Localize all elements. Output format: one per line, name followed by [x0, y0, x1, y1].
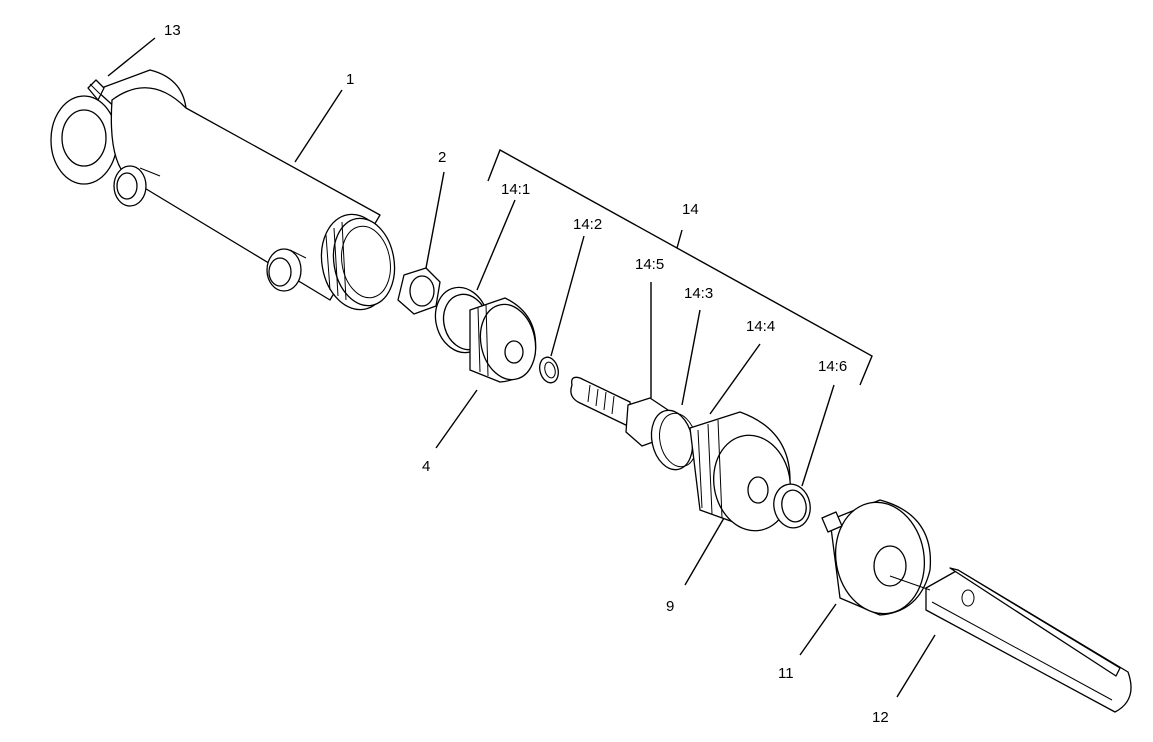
part-14-2-o-ring	[539, 356, 559, 384]
callout-12: 12	[872, 709, 889, 726]
part-12-clevis	[889, 567, 1132, 713]
callout-1: 1	[346, 71, 354, 88]
callout-14-5: 14:5	[635, 256, 664, 273]
part-2-nut	[397, 267, 441, 315]
part-14-6-bushing	[773, 483, 811, 529]
part-13-grease-fitting	[87, 79, 105, 101]
callout-14-4: 14:4	[746, 318, 775, 335]
part-1-cylinder-body	[50, 69, 396, 311]
callout-14-6: 14:6	[818, 358, 847, 375]
callout-11: 11	[778, 665, 794, 682]
callout-2: 2	[438, 149, 446, 166]
part-4-piston	[469, 297, 537, 383]
callout-9: 9	[666, 598, 674, 615]
assembly-14-bracket	[487, 148, 873, 386]
callout-14: 14	[682, 201, 699, 218]
part-9-valve-body	[689, 411, 791, 532]
part-11-collar	[821, 499, 932, 616]
callout-4: 4	[422, 458, 430, 475]
callout-13: 13	[164, 22, 181, 39]
callout-14-1: 14:1	[501, 181, 530, 198]
leader-lines	[107, 37, 936, 698]
callout-14-3: 14:3	[684, 285, 713, 302]
callout-labels: 13 1 2 14:1 14 14:2 14:5 14:3 14:4 14:6 …	[164, 22, 889, 726]
callout-14-2: 14:2	[573, 216, 602, 233]
